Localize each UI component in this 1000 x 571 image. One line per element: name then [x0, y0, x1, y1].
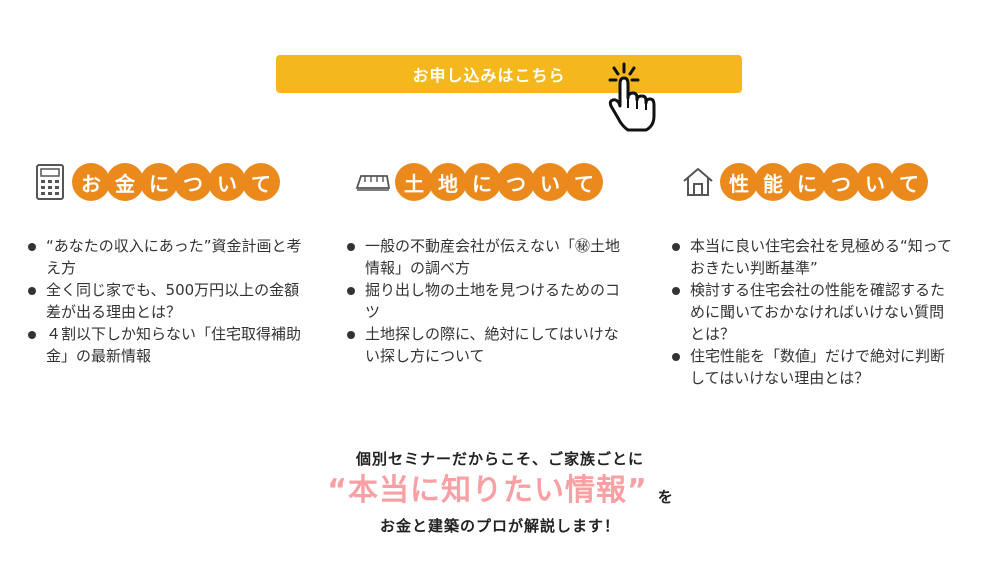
land-plot-icon — [355, 164, 391, 200]
title-char: 土 — [395, 163, 433, 201]
title-char: つ — [497, 163, 535, 201]
title-char: い — [856, 163, 894, 201]
apply-button-label: お申し込みはこちら — [412, 66, 566, 85]
list-item: “あなたの収入にあった”資金計画と考え方 — [24, 235, 314, 279]
title-char: 金 — [106, 163, 144, 201]
message-line-1: 個別セミナーだからこそ、ご家族ごとに — [355, 450, 644, 468]
title-char: お — [72, 163, 110, 201]
apply-button[interactable]: お申し込みはこちら — [276, 55, 742, 93]
performance-heading: 性 能 に つ い て — [680, 162, 980, 202]
money-heading: お 金 に つ い て — [32, 162, 332, 202]
title-char: て — [890, 163, 928, 201]
message-line-2: “本当に知りたい情報” を — [0, 471, 1000, 511]
title-char: に — [788, 163, 826, 201]
title-char: 性 — [720, 163, 758, 201]
calculator-icon — [32, 164, 68, 200]
list-item: 本当に良い住宅会社を見極める“知っておきたい判断基準” — [668, 235, 958, 279]
list-item: 全く同じ家でも、500万円以上の金額差が出る理由とは？ — [24, 279, 314, 323]
pointing-hand-icon — [608, 62, 656, 132]
money-column: お 金 に つ い て “あなたの収入にあった”資金計画と考え方 全く同じ家でも… — [28, 162, 332, 367]
house-icon — [680, 164, 716, 200]
message-highlight: “本当に知りたい情報” — [327, 473, 648, 508]
list-item: ４割以下しか知らない「住宅取得補助金」の最新情報 — [24, 323, 314, 367]
title-char: て — [242, 163, 280, 201]
money-points: “あなたの収入にあった”資金計画と考え方 全く同じ家でも、500万円以上の金額差… — [24, 235, 314, 367]
list-item: 住宅性能を「数値」だけで絶対に判断してはいけない理由とは？ — [668, 345, 958, 389]
land-heading: 土 地 に つ い て — [355, 162, 655, 202]
land-column: 土 地 に つ い て 一般の不動産会社が伝えない「㊙土地情報」の調べ方 掘り出… — [347, 162, 655, 367]
performance-column: 性 能 に つ い て 本当に良い住宅会社を見極める“知っておきたい判断基準” … — [672, 162, 980, 389]
list-item: 土地探しの際に、絶対にしてはいけない探し方について — [343, 323, 633, 367]
title-char: い — [531, 163, 569, 201]
title-char: 地 — [429, 163, 467, 201]
title-char: 能 — [754, 163, 792, 201]
list-item: 掘り出し物の土地を見つけるためのコツ — [343, 279, 633, 323]
list-item: 検討する住宅会社の性能を確認するために聞いておかなければいけない質問とは？ — [668, 279, 958, 345]
title-char: つ — [174, 163, 212, 201]
message-line-3: お金と建築のプロが解説します！ — [379, 517, 620, 535]
title-char: い — [208, 163, 246, 201]
title-char: て — [565, 163, 603, 201]
list-item: 一般の不動産会社が伝えない「㊙土地情報」の調べ方 — [343, 235, 633, 279]
title-char: に — [140, 163, 178, 201]
seminar-message: 個別セミナーだからこそ、ご家族ごとに “本当に知りたい情報” を お金と建築のプ… — [0, 448, 1000, 536]
message-particle: を — [657, 488, 673, 506]
title-char: つ — [822, 163, 860, 201]
title-char: に — [463, 163, 501, 201]
performance-points: 本当に良い住宅会社を見極める“知っておきたい判断基準” 検討する住宅会社の性能を… — [668, 235, 958, 389]
land-points: 一般の不動産会社が伝えない「㊙土地情報」の調べ方 掘り出し物の土地を見つけるため… — [343, 235, 633, 367]
